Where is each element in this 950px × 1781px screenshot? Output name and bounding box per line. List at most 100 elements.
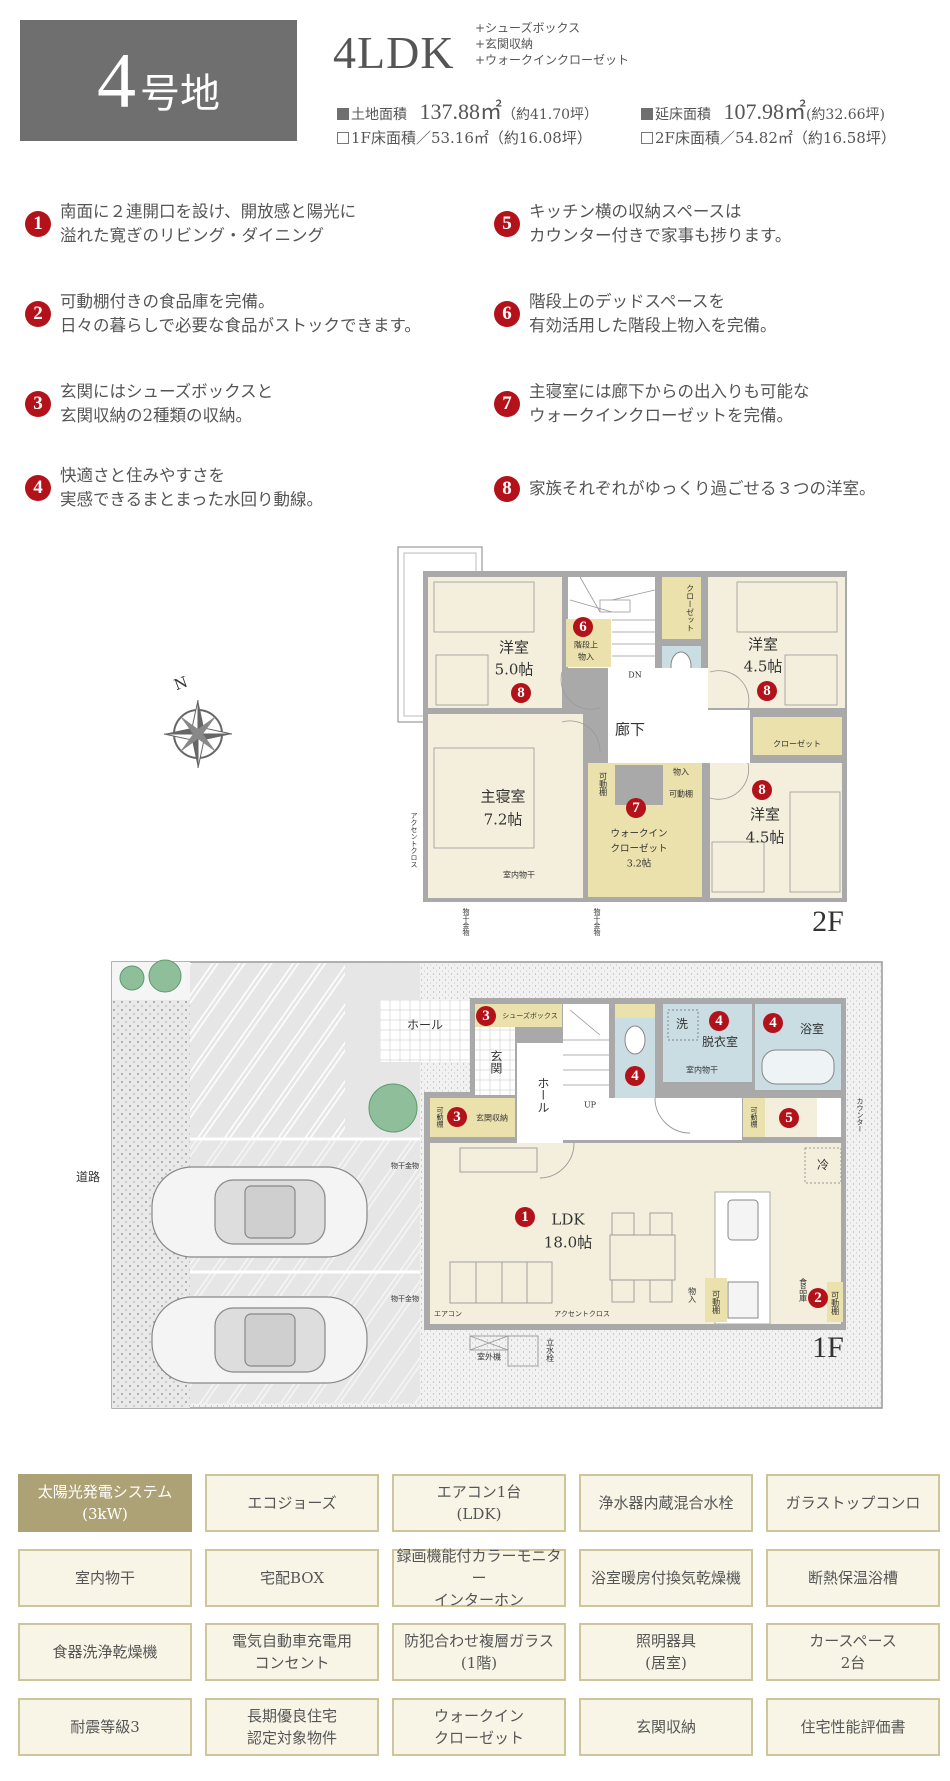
feature-text: 主寝室には廊下からの出入りも可能な (529, 382, 810, 401)
room-label: 物入 (687, 1287, 697, 1303)
equipment-label: クローゼット (433, 1728, 524, 1747)
feature-text: 実感できるまとまった水回り動線。 (60, 490, 324, 509)
floor1-area: 1F床面積／53.16㎡（約16.08坪） (337, 127, 592, 148)
equipment-label: 宅配BOX (259, 1568, 324, 1587)
equipment-label: 録画機能付カラーモニター (396, 1546, 562, 1587)
faucet-label: 立水栓 (545, 1338, 555, 1362)
land-area-tsubo: （約41.70坪） (501, 107, 599, 123)
room-label: 食品庫 (798, 1278, 808, 1302)
equipment-label: 住宅性能評価書 (800, 1717, 906, 1736)
room-label: シューズボックス (502, 1011, 558, 1020)
feature-text: 玄関にはシューズボックスと (60, 382, 274, 401)
compass-rose-icon (163, 699, 233, 769)
lot-title-box: 4 号地 (20, 20, 297, 141)
equipment-item: 防犯合わせ複層ガラス(1階) (392, 1623, 566, 1681)
total-floor-area-tsubo: (約32.66坪) (805, 107, 885, 123)
accent-label: アクセントクロス (554, 1309, 610, 1318)
floor1-area-label: 1F床面積／53.16㎡ (351, 129, 489, 147)
equipment-label: ウォークイン (433, 1706, 524, 1725)
floor1-area-tsubo: （約16.08坪） (488, 129, 592, 147)
feature-text: 玄関収納の2種類の収納。 (60, 406, 252, 425)
feature-badge: 6 (494, 301, 520, 327)
feature-text: ウォークインクローゼットを完備。 (529, 406, 793, 425)
room-label: 玄関収納 (476, 1113, 508, 1123)
feature-badge: 2 (25, 301, 51, 327)
room-size: 4.5帖 (745, 828, 785, 847)
equipment-item: 耐震等級3 (18, 1697, 192, 1756)
room-label: 可動棚 (436, 1106, 445, 1128)
room-label: 洋室 (498, 638, 530, 657)
room-label: クローゼット (610, 843, 668, 855)
badge-3: 3 (447, 1107, 467, 1127)
empty-square-icon (641, 132, 653, 144)
feature-badge: 5 (494, 211, 520, 237)
layout-type: 4LDK (333, 27, 455, 78)
room-label: 物入 (578, 652, 594, 662)
floor-label-1f: 1F (812, 1330, 844, 1364)
equipment-item: 食器洗浄乾燥機 (18, 1623, 192, 1681)
equipment-label: 耐震等級3 (70, 1717, 140, 1736)
equipment-item: 照明器具(居室) (579, 1623, 753, 1681)
equipment-label: エコジョーズ (247, 1494, 337, 1512)
room-label: 廊下 (614, 720, 646, 739)
room-size: 3.2帖 (626, 858, 652, 870)
feature-text: キッチン横の収納スペースは (529, 202, 742, 221)
equipment-label: 長期優良住宅 (246, 1706, 337, 1725)
badge-8: 8 (757, 681, 777, 701)
room-label: 可動棚 (598, 772, 608, 796)
equipment-label: 防犯合わせ複層ガラス (404, 1632, 554, 1650)
feature-badge: 3 (25, 391, 51, 417)
floor2-area-tsubo: （約16.58坪） (792, 129, 896, 147)
feature-badge: 8 (494, 476, 520, 502)
room-label: クローゼット (685, 584, 695, 632)
stair-direction: DN (628, 670, 642, 680)
outdoor-unit-label: 室外機 (477, 1352, 501, 1362)
feature-badge: 1 (25, 211, 51, 237)
room-label: 浴室 (799, 1022, 825, 1037)
equipment-item: エコジョーズ (205, 1474, 379, 1532)
tree-icon (119, 965, 145, 991)
extra-item: +ウォークインクローゼット (475, 53, 630, 67)
equipment-label: 食器洗浄乾燥機 (52, 1643, 158, 1661)
land-area-value: 137.88㎡ (419, 99, 502, 124)
room-label: 脱衣室 (701, 1035, 739, 1050)
feature-badge: 7 (494, 391, 520, 417)
equipment-label: 電気自動車充電用 (231, 1632, 352, 1650)
hanger-label: 物干金物 (462, 908, 471, 936)
equipment-item: 宅配BOX (205, 1548, 379, 1607)
room-label: 階段上 (574, 640, 598, 650)
counter-label: カウンター (856, 1097, 865, 1133)
feature-text: 有効活用した階段上物入を完備。 (529, 316, 777, 335)
feature-text: 南面に２連開口を設け、開放感と陽光に (60, 202, 357, 221)
badge-8: 8 (752, 780, 772, 800)
equipment-label: 照明器具 (635, 1632, 696, 1650)
lot-suffix: 号地 (140, 70, 220, 117)
badge-4: 4 (763, 1013, 783, 1033)
equipment-label: コンセント (254, 1654, 330, 1672)
equipment-label: 太陽光発電システム (37, 1483, 173, 1501)
room-size: 18.0帖 (543, 1233, 593, 1252)
lot-number: 4 (97, 36, 136, 124)
floor2-area: 2F床面積／54.82㎡（約16.58坪） (641, 127, 896, 148)
badge-2: 2 (808, 1288, 828, 1308)
equipment-label: エアコン1台 (436, 1483, 522, 1501)
equipment-item: エアコン1台(LDK) (392, 1474, 566, 1532)
room-label: 可動棚 (750, 1106, 759, 1128)
equipment-label: 浴室暖房付換気乾燥機 (590, 1568, 741, 1587)
room-label: 物入 (673, 767, 689, 777)
room-label: クローゼット (773, 739, 821, 749)
feature-text: 日々の暮らしで必要な食品がストックできます。 (60, 316, 421, 335)
extra-item: +シューズボックス (475, 21, 581, 35)
total-floor-area-label: 延床面積 (655, 107, 711, 123)
room-label: 可動棚 (669, 789, 693, 799)
extra-item: +玄関収納 (475, 37, 534, 51)
room-size: 5.0帖 (494, 660, 534, 679)
equipment-label: ガラストップコンロ (785, 1494, 921, 1512)
feature-text: 快適さと住みやすさを (60, 466, 225, 485)
layout-extras: +シューズボックス +玄関収納 +ウォークインクローゼット (475, 20, 629, 68)
